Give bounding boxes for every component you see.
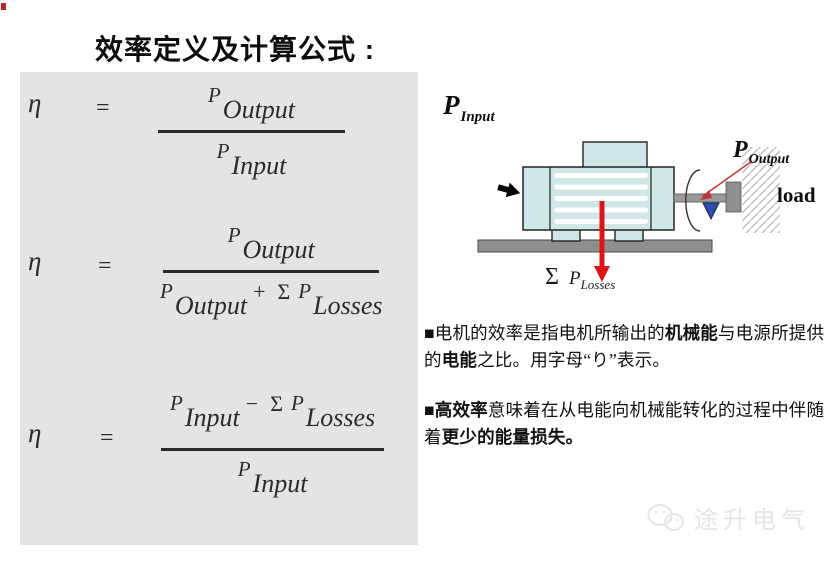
p-input-label: PInput <box>443 90 495 125</box>
p-subscript: Output <box>242 235 315 264</box>
p-symbol: P <box>216 139 230 163</box>
input-arrow-icon <box>497 182 521 198</box>
minus-sign: − <box>245 391 259 416</box>
note-bold-text: 电能 <box>441 350 478 370</box>
note-text: ■ <box>424 400 435 420</box>
p-subscript: Losses <box>305 403 376 432</box>
p-symbol: P <box>298 279 312 303</box>
equals-sign: = <box>100 425 114 451</box>
p-subscript: Losses <box>313 291 383 320</box>
notes-block: ■电机的效率是指电机所输出的机械能与电源所提供的电能之比。用字母“り”表示。 ■… <box>424 320 828 474</box>
motor-foot <box>614 228 644 242</box>
p-symbol: P <box>227 223 241 247</box>
note-text: 与电源所提供的 <box>424 323 825 370</box>
note-text: 意味着在从电能向机械能转化的过程中伴随着 <box>424 400 825 447</box>
eta-symbol: η <box>28 88 42 118</box>
equals-sign: = <box>98 253 112 279</box>
corner-red-mark <box>1 3 6 10</box>
eta-symbol: η <box>28 246 42 276</box>
p-symbol: P <box>733 137 748 163</box>
losses-arrow-icon <box>594 201 610 282</box>
p-subscript: Output <box>748 152 790 167</box>
p-subscript: Input <box>460 109 495 125</box>
watermark-text: 途升电气 <box>694 507 810 534</box>
load-label: load <box>777 183 816 207</box>
motor-diagram <box>477 141 780 282</box>
note-bold-text: 更少的能量损失。 <box>441 427 584 447</box>
p-symbol: P <box>568 268 581 289</box>
load-wall-hatch <box>742 147 780 233</box>
p-symbol: P <box>170 391 183 415</box>
note-text: ■电机的效率是指电机所输出的 <box>424 323 665 343</box>
sigma-symbol: Σ <box>277 279 291 304</box>
note-bold-text: 机械能 <box>664 323 718 343</box>
motor-top-box <box>582 141 648 169</box>
p-symbol: P <box>207 83 221 107</box>
p-subscript: Losses <box>580 277 616 292</box>
plus-sign: + <box>253 279 266 304</box>
sigma-symbol: Σ <box>545 264 559 290</box>
eta-symbol: η <box>28 418 42 448</box>
sigma-symbol: Σ <box>270 391 283 416</box>
p-subscript: Output <box>174 291 248 320</box>
rotation-arc-icon <box>685 169 701 232</box>
fraction-bar <box>163 270 380 273</box>
p-symbol: P <box>160 279 173 303</box>
p-subscript: Input <box>184 403 240 432</box>
output-pointer-arrow-icon <box>700 160 753 200</box>
p-symbol: P <box>290 391 304 415</box>
blue-direction-triangle-icon <box>702 202 720 221</box>
fraction-bar <box>158 130 345 133</box>
coupling-block <box>725 181 742 213</box>
p-output-label: POutput <box>733 137 789 167</box>
p-subscript: Input <box>252 469 308 498</box>
base-plate <box>477 239 713 253</box>
wechat-icon <box>647 503 684 531</box>
p-symbol: P <box>443 90 460 120</box>
formula-panel <box>20 72 418 545</box>
note-paragraph-1: ■电机的效率是指电机所输出的机械能与电源所提供的电能之比。用字母“り”表示。 <box>424 320 828 374</box>
fraction-bar <box>161 448 385 451</box>
motor-foot <box>551 228 581 242</box>
p-symbol: P <box>237 457 251 481</box>
slide-title: 效率定义及计算公式 : <box>95 34 376 65</box>
p-subscript: Input <box>231 151 287 180</box>
note-paragraph-2: ■高效率意味着在从电能向机械能转化的过程中伴随着更少的能量损失。 <box>424 397 828 451</box>
equals-sign: = <box>96 95 110 121</box>
watermark: 途升电气 <box>646 500 810 535</box>
p-subscript: Output <box>222 95 296 124</box>
note-text: 之比。用字母“り”表示。 <box>477 350 671 370</box>
note-bold-text: 高效率 <box>434 400 488 420</box>
